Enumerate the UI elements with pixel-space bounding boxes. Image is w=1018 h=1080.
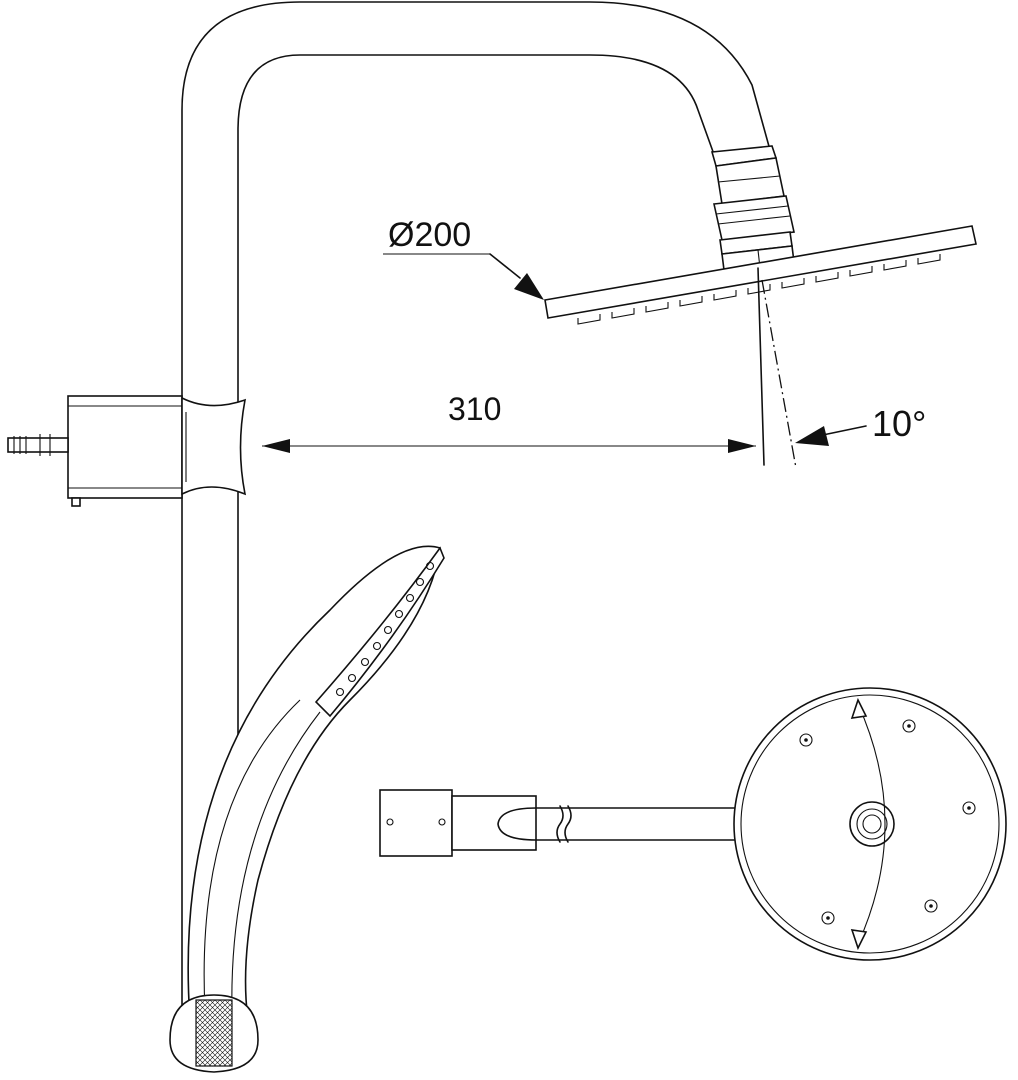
overhead-shower-head — [544, 225, 977, 325]
top-view-round-head — [733, 687, 1007, 961]
angle-dimension: 10° — [795, 403, 926, 446]
riser-rail — [181, 1, 771, 1061]
diameter-arrowhead — [514, 273, 544, 300]
projection-label: 310 — [448, 391, 501, 427]
angle-label: 10° — [872, 403, 926, 444]
swivel-range-arc — [850, 697, 886, 951]
diameter-dimension: Ø200 — [383, 216, 544, 300]
arm-coupling — [710, 145, 795, 255]
nozzle-row — [577, 254, 941, 325]
diverter-bracket — [7, 395, 247, 507]
projection-dimension: 310 — [262, 391, 756, 453]
hand-shower-holder — [169, 994, 259, 1073]
diameter-label: Ø200 — [388, 216, 471, 254]
projection-arrowhead-left — [262, 439, 290, 453]
top-view — [379, 687, 1007, 961]
angle-reference-lines — [757, 267, 797, 469]
top-view-wall-flange — [379, 789, 537, 857]
hand-shower-nozzles — [335, 561, 435, 697]
projection-arrowhead-right — [728, 439, 756, 453]
angle-arrowhead — [795, 426, 829, 446]
hand-shower — [187, 545, 445, 1021]
hose-connector — [7, 434, 69, 456]
